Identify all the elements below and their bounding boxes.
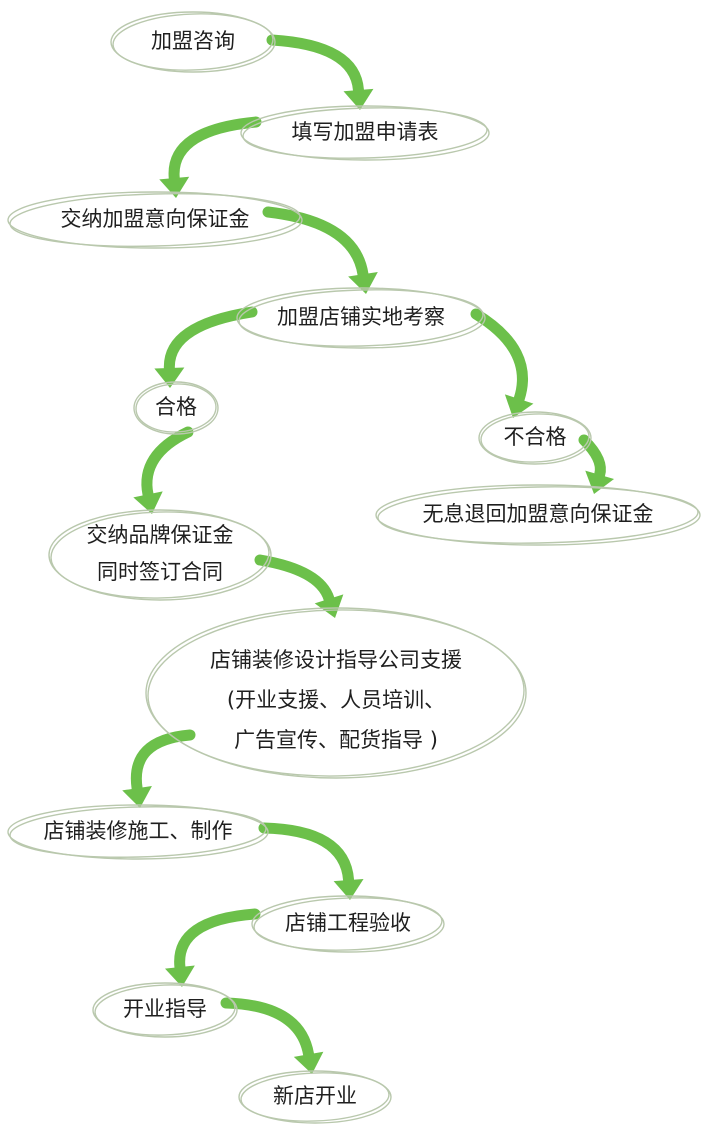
arrow-consult-to-apply-head [343,88,374,110]
arrow-deposit-to-inspection-shaft [262,206,369,280]
arrow-construction-to-acceptance-head [333,878,364,900]
node-opening-guidance: 开业指导 [92,982,238,1038]
node-refund-label: 无息退回加盟意向保证金 [423,502,654,526]
node-qualified-label: 合格 [155,395,197,419]
node-intent-deposit: 交纳加盟意向保证金 [7,191,303,249]
node-unqualified-label: 不合格 [504,425,567,449]
node-inspection-label: 加盟店铺实地考察 [277,305,445,329]
node-unqualified: 不合格 [478,411,592,465]
node-construction-label: 店铺装修施工、制作 [44,819,233,843]
arrow-inspection-to-qualified-head [154,367,185,388]
node-design-support-line-2: (开业支援、人员培训、 [227,688,445,712]
node-acceptance: 店铺工程验收 [251,895,445,953]
node-design-support-line-1: 店铺装修设计指导公司支援 [210,648,462,672]
arrow-unqualified-to-refund-shaft [578,434,606,481]
node-qualified: 合格 [133,381,219,435]
node-grand-opening: 新店开业 [238,1070,392,1124]
arrow-qualified-to-brand-shaft [141,426,194,500]
arrow-brand-to-design-head [314,594,344,618]
arrow-consult-to-apply-shaft [266,34,364,96]
arrow-qualified-to-brand-head [133,491,163,514]
arrow-inspection-to-qualified-shaft [163,306,258,374]
node-inspection: 加盟店铺实地考察 [236,287,486,349]
arrow-design-to-construction-head [122,786,152,808]
arrow-construction-to-acceptance-shaft [258,822,355,886]
node-opening-guidance-label: 开业指导 [123,997,207,1021]
node-apply: 填写加盟申请表 [240,105,490,161]
node-design-support-line-3: 广告宣传、配货指导 ) [234,728,438,752]
arrow-acceptance-to-guidance-shaft [174,908,261,973]
arrow-brand-to-design-shaft [254,554,335,605]
node-grand-opening-label: 新店开业 [273,1084,357,1108]
arrow-apply-to-intent-deposit-head [159,176,190,198]
arrow-apply-to-intent-deposit-shaft [168,116,262,184]
arrow-guidance-to-opening-shaft [220,997,315,1060]
arrow-inspection-to-unqualified-shaft [470,308,528,405]
arrow-guidance-to-opening-head [293,1051,324,1074]
arrow-deposit-to-inspection-head [348,271,378,294]
node-refund: 无息退回加盟意向保证金 [375,484,701,546]
node-acceptance-label: 店铺工程验收 [285,911,411,935]
node-intent-deposit-label: 交纳加盟意向保证金 [61,207,250,231]
node-brand-contract-line-2: 同时签订合同 [97,560,223,584]
node-consult: 加盟咨询 [110,11,276,73]
node-design-support: 店铺装修设计指导公司支援 (开业支援、人员培训、 广告宣传、配货指导 ) [145,607,527,779]
arrow-inspection-to-unqualified-head [504,394,534,418]
node-consult-label: 加盟咨询 [151,29,235,53]
node-apply-label: 填写加盟申请表 [292,120,439,144]
arrow-design-to-construction-shaft [130,729,196,794]
arrow-acceptance-to-guidance-head [165,965,195,987]
node-construction: 店铺装修施工、制作 [7,804,269,860]
node-brand-contract-line-1: 交纳品牌保证金 [87,523,234,547]
node-brand-contract: 交纳品牌保证金 同时签订合同 [48,509,272,601]
